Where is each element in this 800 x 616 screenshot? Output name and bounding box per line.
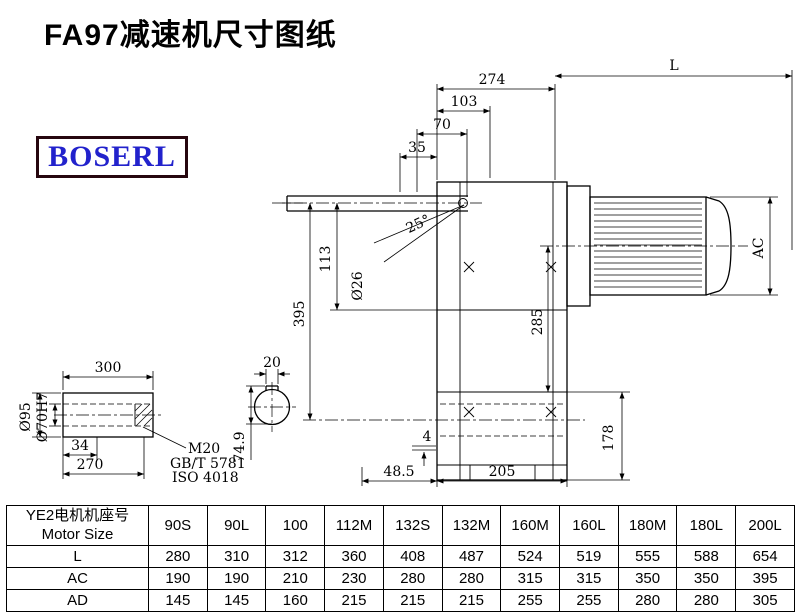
dim-274-label: 274 — [479, 72, 506, 88]
motor-frame-column-header: 100 — [265, 505, 326, 546]
dimension-value-cell: 280 — [441, 567, 502, 590]
motor-frame-column-header: 112M — [324, 505, 384, 546]
dim-20-label: 20 — [263, 355, 281, 371]
dimension-value-cell: 280 — [676, 589, 737, 612]
dimension-labels: 274 L 103 70 35 25° Ø26 395 113 285 AC 1… — [18, 58, 767, 486]
row-label: AD — [6, 589, 149, 612]
page-title: FA97减速机尺寸图纸 — [44, 19, 337, 52]
gearbox-housing — [436, 181, 568, 481]
dimension-value-cell: 360 — [324, 545, 384, 568]
motor-frame-column-header: 160M — [500, 505, 561, 546]
dimension-value-cell: 230 — [324, 567, 384, 590]
dimension-value-cell: 588 — [676, 545, 737, 568]
dimension-value-cell: 350 — [676, 567, 737, 590]
dimension-value-cell: 145 — [148, 589, 208, 612]
dimension-value-cell: 190 — [148, 567, 208, 590]
dimension-value-cell: 215 — [441, 589, 502, 612]
motor-frame-column-header: 132S — [382, 505, 443, 546]
dim-L-label: L — [669, 58, 678, 74]
motor-frame-column-header: 200L — [735, 505, 795, 546]
motor-frame-column-header: 180M — [617, 505, 678, 546]
dimension-value-cell: 305 — [735, 589, 795, 612]
dim-dia-26-label: Ø26 — [350, 271, 366, 300]
dim-4-label: 4 — [423, 429, 432, 445]
dim-113-label: 113 — [318, 246, 334, 273]
bolt-hatch — [134, 403, 153, 427]
dim-34-label: 34 — [71, 438, 89, 454]
dim-270-label: 270 — [77, 457, 104, 473]
row-label: L — [6, 545, 149, 568]
motor-frame-column-header: 132M — [441, 505, 502, 546]
dimension-value-cell: 312 — [265, 545, 326, 568]
dimension-value-cell: 190 — [206, 567, 267, 590]
dimension-value-cell: 519 — [559, 545, 619, 568]
centerlines — [54, 202, 748, 432]
extension-lines — [32, 70, 793, 487]
bolt-marks — [463, 261, 557, 418]
dimension-value-cell: 210 — [265, 567, 326, 590]
dimension-value-cell: 524 — [500, 545, 561, 568]
dimension-value-cell: 395 — [735, 567, 795, 590]
motor — [566, 185, 732, 307]
technical-drawing: 274 L 103 70 35 25° Ø26 395 113 285 AC 1… — [18, 58, 793, 487]
row-label: AC — [6, 567, 149, 590]
dim-dia-95-label: Ø95 — [18, 402, 34, 431]
dimension-value-cell: 215 — [382, 589, 443, 612]
label-gbt-5781: GB/T 5781 — [170, 456, 246, 472]
boserl-logo: BOSERL — [36, 136, 188, 178]
dimension-value-cell: 310 — [206, 545, 267, 568]
label-iso-4018: ISO 4018 — [172, 470, 239, 486]
dim-35-label: 35 — [408, 140, 426, 156]
motor-fins — [594, 202, 702, 288]
motor-frame-column-header: 90L — [206, 505, 267, 546]
dimension-lines — [37, 73, 792, 484]
dimension-value-cell: 145 — [206, 589, 267, 612]
dimension-value-cell: 654 — [735, 545, 795, 568]
dimension-value-cell: 280 — [617, 589, 678, 612]
bore-detail — [253, 385, 291, 426]
dimension-value-cell: 350 — [617, 567, 678, 590]
dimension-value-cell: 215 — [324, 589, 384, 612]
dim-48-5-label: 48.5 — [383, 464, 414, 480]
dim-angle-25-label: 25° — [404, 212, 433, 237]
input-shaft — [286, 195, 468, 212]
dim-205-label: 205 — [489, 464, 516, 480]
dim-103-label: 103 — [451, 94, 478, 110]
motor-size-header-en: Motor Size — [41, 525, 114, 543]
dim-74-9-label: 74.9 — [232, 431, 248, 462]
dimension-value-cell: 555 — [617, 545, 678, 568]
dimension-value-cell: 408 — [382, 545, 443, 568]
motor-frame-column-header: 160L — [559, 505, 619, 546]
dim-AC-label: AC — [751, 238, 767, 260]
dimension-value-cell: 315 — [500, 567, 561, 590]
dim-dia-70H7-label: Ø70H7 — [35, 392, 51, 442]
boserl-logo-text: BOSERL — [48, 140, 176, 173]
motor-frame-column-header: 180L — [676, 505, 737, 546]
dimension-value-cell: 160 — [265, 589, 326, 612]
dim-395-label: 395 — [292, 301, 308, 328]
shaft-detail — [62, 392, 154, 438]
dim-178-label: 178 — [601, 425, 617, 452]
label-m20: M20 — [188, 441, 220, 457]
dim-70-label: 70 — [433, 117, 451, 133]
dimension-value-cell: 315 — [559, 567, 619, 590]
dimension-value-cell: 280 — [148, 545, 208, 568]
motor-size-header-cn: YE2电机机座号 — [25, 506, 130, 524]
dimension-value-cell: 280 — [382, 567, 443, 590]
dimension-value-cell: 255 — [500, 589, 561, 612]
motor-frame-column-header: 90S — [148, 505, 208, 546]
dim-300-label: 300 — [95, 360, 122, 376]
dimension-value-cell: 255 — [559, 589, 619, 612]
dim-285-label: 285 — [530, 309, 546, 336]
dimension-value-cell: 487 — [441, 545, 502, 568]
